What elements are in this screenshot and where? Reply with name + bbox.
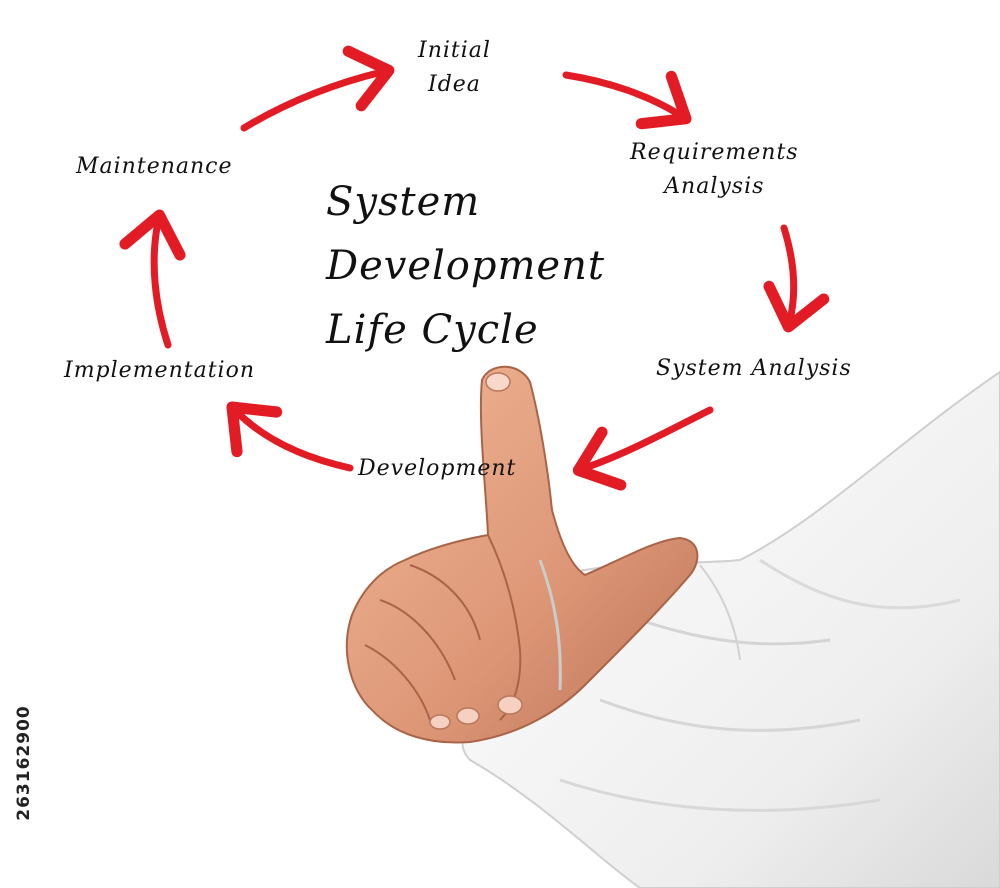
stock-image-id-text: 263162900 <box>14 704 34 821</box>
step-implementation: Implementation <box>64 354 255 388</box>
step-requirements-analysis: Requirements Analysis <box>630 136 799 204</box>
step-initial-idea-line-2: Idea <box>428 72 481 97</box>
step-system-analysis: System Analysis <box>656 352 852 386</box>
title-line-3: Life Cycle <box>326 307 539 353</box>
step-initial-idea: Initial Idea <box>418 34 491 102</box>
step-maintenance-line-1: Maintenance <box>76 154 233 179</box>
hand <box>345 365 699 744</box>
arrow-implementation-to-maintenance <box>119 209 186 349</box>
step-maintenance: Maintenance <box>76 150 233 184</box>
step-development-line-1: Development <box>358 456 517 481</box>
arrow-idea-to-requirements <box>562 70 692 130</box>
arrow-requirements-to-system-analysis <box>763 224 830 333</box>
arrow-maintenance-to-idea <box>240 45 395 132</box>
step-initial-idea-line-1: Initial <box>418 38 491 63</box>
stock-image-id: 263162900 <box>10 650 38 875</box>
arrow-development-to-implementation <box>226 401 354 472</box>
title-line-1: System <box>326 179 481 225</box>
arrow-system-analysis-to-development <box>572 406 714 491</box>
step-implementation-line-1: Implementation <box>64 358 255 383</box>
step-requirements-analysis-line-2: Analysis <box>664 174 765 199</box>
step-development: Development <box>358 452 516 486</box>
title-line-2: Development <box>326 243 605 289</box>
diagram-title: System Development Life Cycle <box>326 170 605 362</box>
step-system-analysis-line-1: System Analysis <box>656 356 852 381</box>
step-requirements-analysis-line-1: Requirements <box>630 140 799 165</box>
